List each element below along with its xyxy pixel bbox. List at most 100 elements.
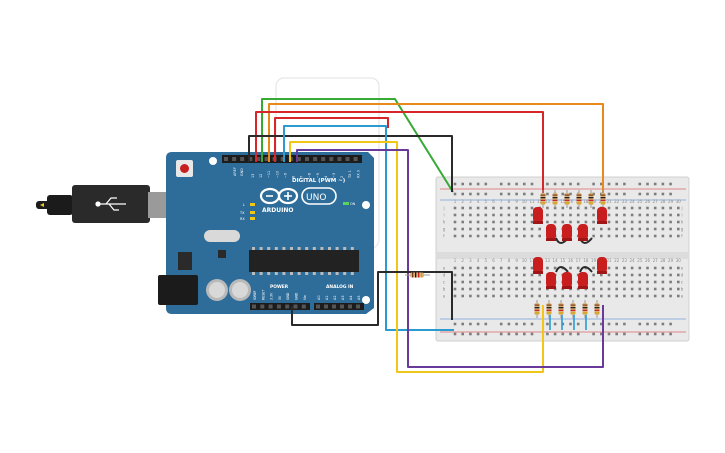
breadboard-hole <box>476 273 480 277</box>
header-hole <box>240 157 245 161</box>
breadboard-hole <box>523 266 526 270</box>
header-hole <box>252 304 256 309</box>
rail-hole <box>469 322 472 326</box>
reset-button-icon[interactable] <box>176 160 193 177</box>
digital-pin-label: ~10 <box>275 171 279 178</box>
breadboard-hole <box>592 234 595 238</box>
breadboard-hole <box>592 206 595 210</box>
breadboard-hole <box>653 287 657 291</box>
breadboard-hole <box>569 266 572 270</box>
digital-pin-label: ~5 <box>316 173 320 178</box>
brand-label: ARDUINO <box>262 207 293 214</box>
wire-purple <box>296 149 604 368</box>
breadboard-hole <box>569 294 572 298</box>
breadboard-hole <box>653 294 657 298</box>
column-number: 25 <box>637 199 643 204</box>
rail-hole <box>515 322 518 326</box>
breadboard-hole <box>607 266 611 270</box>
rail-hole <box>623 322 626 326</box>
breadboard-hole <box>607 206 611 210</box>
header-hole <box>268 304 273 309</box>
rail-hole <box>523 322 526 326</box>
breadboard-hole <box>546 220 549 224</box>
breadboard-hole <box>677 273 680 277</box>
analog-pin-label: A4 <box>349 296 353 300</box>
analog-pin-label: A1 <box>325 296 329 300</box>
rail-hole <box>669 182 672 186</box>
column-number: 18 <box>583 258 589 263</box>
rail-hole <box>507 332 511 336</box>
breadboard-hole <box>600 294 603 298</box>
wire-black-bridge-2 <box>555 266 569 273</box>
resistor <box>552 190 558 208</box>
breadboard-hole <box>461 294 464 298</box>
chip-pin <box>252 272 255 275</box>
header-hole <box>356 304 360 309</box>
breadboard-hole <box>499 294 503 298</box>
breadboard-hole <box>469 206 472 210</box>
breadboard-hole <box>646 287 649 291</box>
header-hole <box>256 157 261 161</box>
breadboard-hole <box>584 294 588 298</box>
breadboard-hole <box>669 273 672 277</box>
breadboard-hole <box>646 213 649 217</box>
rail-hole <box>561 332 565 336</box>
breadboard-hole <box>638 227 642 231</box>
chip-pin <box>267 247 271 250</box>
rail-hole <box>515 332 518 336</box>
breadboard-hole <box>630 227 634 231</box>
tx-label: TX <box>239 211 245 215</box>
header-hole <box>232 157 237 161</box>
rail-hole <box>646 192 649 196</box>
column-number: 17 <box>576 258 582 263</box>
breadboard-hole <box>476 213 480 217</box>
rail-hole <box>600 322 603 326</box>
rail-hole <box>607 322 611 326</box>
column-number: 16 <box>568 199 574 204</box>
row-letter: b <box>681 287 684 292</box>
column-number: 3 <box>469 258 472 263</box>
rail-hole <box>569 192 572 196</box>
chip-pin <box>290 247 293 250</box>
header-hole <box>260 304 265 309</box>
breadboard-hole <box>661 206 665 210</box>
breadboard-hole <box>561 294 565 298</box>
digital-pin-label: ~6 <box>308 173 312 178</box>
breadboard-hole <box>669 227 672 231</box>
column-number: 8 <box>508 258 511 263</box>
breadboard-hole <box>653 234 657 238</box>
breadboard-hole <box>499 273 503 277</box>
rail-hole <box>453 322 457 326</box>
breadboard-hole <box>546 213 549 217</box>
header-hole <box>324 304 328 309</box>
breadboard-hole <box>661 280 665 284</box>
breadboard-hole <box>453 266 457 270</box>
analog-pin-label: A0 <box>317 296 321 300</box>
breadboard-hole <box>484 280 488 284</box>
chip-pin <box>335 272 339 275</box>
breadboard-hole <box>630 287 634 291</box>
breadboard-hole <box>484 227 488 231</box>
breadboard-hole <box>630 213 634 217</box>
breadboard-hole <box>484 287 488 291</box>
row-letter: h <box>443 220 446 225</box>
chip-pin <box>259 247 263 250</box>
breadboard-hole <box>553 213 557 217</box>
rail-hole <box>646 182 649 186</box>
chip-pin <box>274 247 278 250</box>
breadboard-hole <box>484 220 488 224</box>
column-number: 16 <box>568 258 574 263</box>
column-number: 28 <box>660 258 666 263</box>
column-number: 5 <box>485 199 488 204</box>
breadboard-hole <box>476 234 480 238</box>
breadboard-hole <box>469 287 472 291</box>
breadboard-hole <box>584 206 588 210</box>
breadboard-hole <box>576 266 580 270</box>
breadboard-hole <box>507 220 511 224</box>
breadboard-hole <box>523 273 526 277</box>
rx-label: RX <box>240 217 245 221</box>
rail-hole <box>530 182 534 186</box>
power-pin-label: IOREF <box>253 290 257 300</box>
breadboard-hole <box>530 220 534 224</box>
